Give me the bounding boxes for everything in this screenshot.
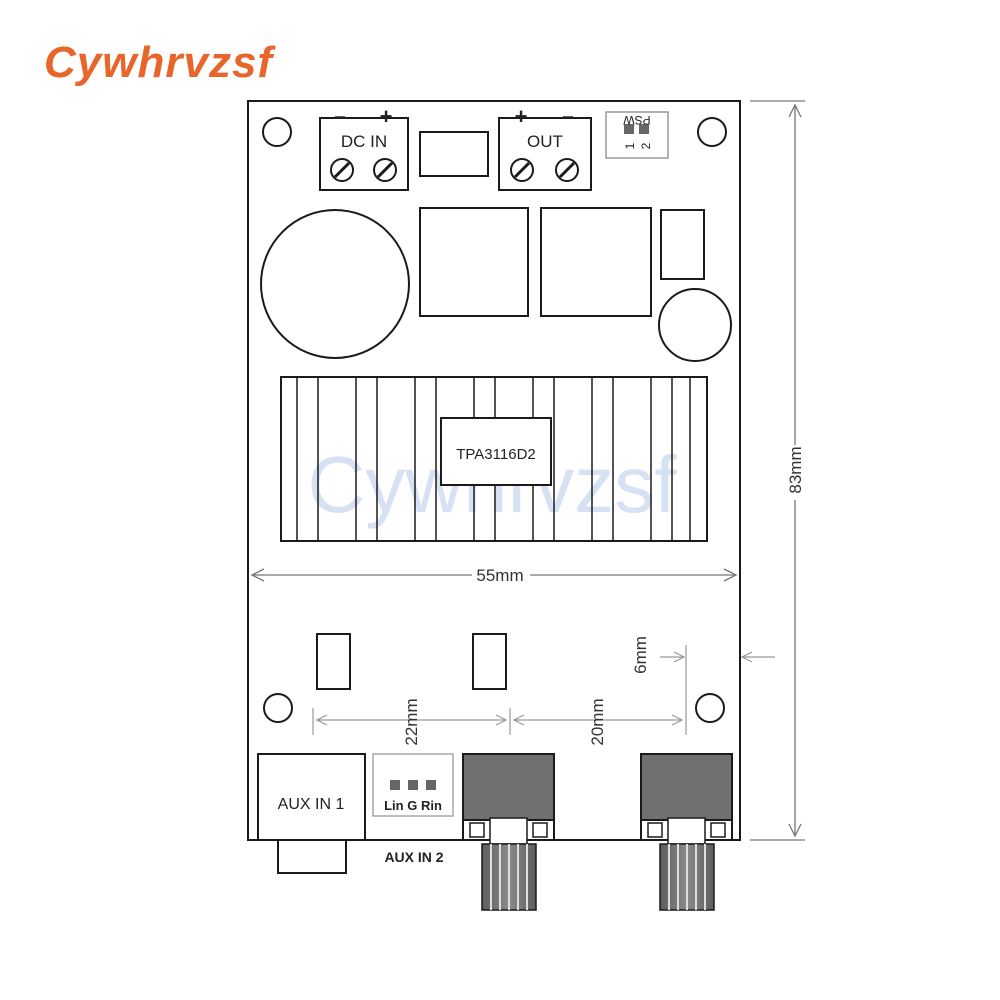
dc-in-label: DC IN xyxy=(341,132,387,151)
switch-pos-2: 2 xyxy=(639,142,653,149)
component-block xyxy=(472,633,507,690)
mounting-hole xyxy=(697,117,727,147)
aux-in-1-jack: AUX IN 1 xyxy=(257,753,366,874)
component-block xyxy=(419,131,489,177)
mounting-hole xyxy=(262,117,292,147)
height-dimension-label: 83mm xyxy=(786,446,805,493)
screw-icon xyxy=(330,158,354,182)
capacitor-small xyxy=(658,288,732,362)
aux-in-1-label: AUX IN 1 xyxy=(278,796,345,813)
width-dimension-label: 55mm xyxy=(476,566,523,585)
width-dimension: 55mm xyxy=(247,558,741,590)
inductor-left xyxy=(419,207,529,317)
aux-in-2-label: AUX IN 2 xyxy=(384,849,443,865)
out-label: OUT xyxy=(527,132,563,151)
screw-icon xyxy=(373,158,397,182)
potentiometer-left xyxy=(462,753,555,911)
inductor-right xyxy=(540,207,652,317)
component-block xyxy=(316,633,351,690)
out-minus: − xyxy=(562,107,574,129)
aux-in-2-pins: Lin G Rin xyxy=(384,798,442,813)
chip-label: TPA3116D2 xyxy=(456,446,536,463)
mounting-hole xyxy=(263,693,293,723)
knob-spacing-dimension: 22mm 20mm 6mm xyxy=(312,636,775,746)
screw-icon xyxy=(555,158,579,182)
capacitor-large xyxy=(260,209,410,359)
dc-in-minus: − xyxy=(334,107,346,129)
out-plus: + xyxy=(515,104,528,129)
dc-in-terminal: − + DC IN xyxy=(319,104,409,191)
mounting-hole xyxy=(695,693,725,723)
dc-in-plus: + xyxy=(380,104,393,129)
heatsink xyxy=(280,376,708,542)
knob-spacing-1-label: 22mm xyxy=(402,698,421,745)
switch-label: PSW xyxy=(623,113,651,127)
screw-icon xyxy=(510,158,534,182)
out-terminal: + − OUT xyxy=(498,104,592,191)
component-block xyxy=(660,209,705,280)
switch-pos-1: 1 xyxy=(623,142,637,149)
brand-logo: Cywhrvzsf xyxy=(44,38,274,87)
knob-spacing-2-label: 20mm xyxy=(588,698,607,745)
height-dimension: 83mm xyxy=(750,100,805,841)
aux-in-2-header: Lin G Rin AUX IN 2 xyxy=(372,753,454,865)
amplifier-chip xyxy=(440,417,552,486)
potentiometer-right xyxy=(640,753,733,911)
power-switch: PSW 1 2 xyxy=(605,111,669,159)
knob-offset-label: 6mm xyxy=(631,636,650,674)
